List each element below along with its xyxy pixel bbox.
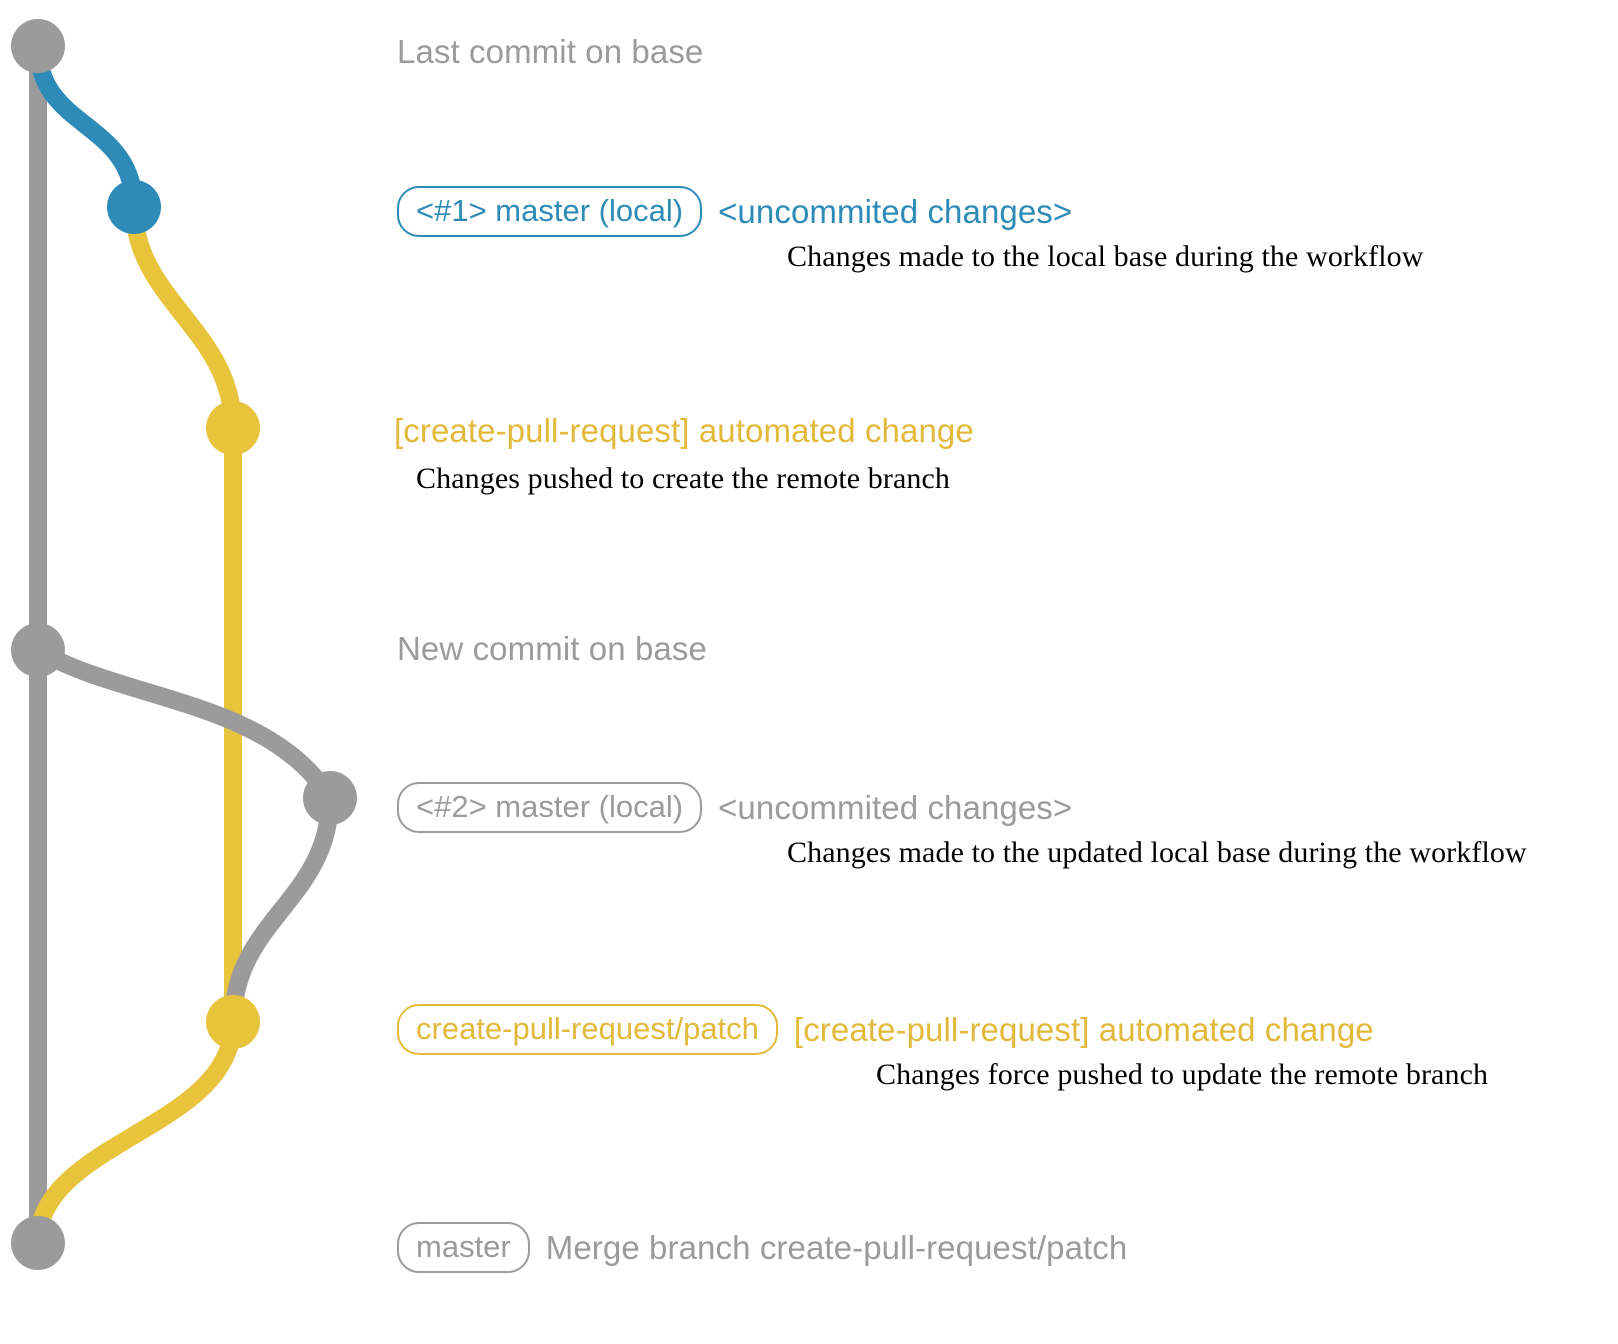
row-last-commit-on-base: Last commit on base (397, 33, 703, 71)
node-patch-create[interactable] (206, 401, 260, 455)
node-master-merge[interactable] (11, 1216, 65, 1270)
edge-base-to-local-2 (29, 641, 339, 807)
row-patch-create: [create-pull-request] automated change (394, 412, 974, 450)
row-local-1: <#1> master (local) <uncommited changes> (397, 186, 1072, 237)
description-local-2: Changes made to the updated local base d… (787, 836, 1527, 869)
node-patch-update[interactable] (206, 995, 260, 1049)
row-patch-update: create-pull-request/patch [create-pull-r… (397, 1004, 1374, 1055)
git-graph (11, 19, 357, 1270)
commit-message-local-2: <uncommited changes> (718, 788, 1073, 826)
description-local-1: Changes made to the local base during th… (787, 240, 1424, 273)
row-local-2: <#2> master (local) <uncommited changes> (397, 782, 1072, 833)
commit-message-patch-update: [create-pull-request] automated change (793, 1010, 1374, 1048)
ref-badge-create-pull-request-patch[interactable]: create-pull-request/patch (397, 1004, 778, 1055)
commit-title-patch-create: [create-pull-request] automated change (394, 412, 974, 449)
row-new-commit-on-base: New commit on base (397, 630, 707, 668)
row-master-merge: master Merge branch create-pull-request/… (397, 1222, 1127, 1273)
commit-title-new-commit-on-base: New commit on base (397, 630, 707, 667)
node-last-commit-on-base[interactable] (11, 19, 65, 73)
ref-badge-master-local-1[interactable]: <#1> master (local) (397, 186, 703, 237)
edge-local-1-to-patch-create (125, 198, 242, 437)
commit-message-master-merge: Merge branch create-pull-request/patch (545, 1228, 1128, 1266)
commit-title-last-commit-on-base: Last commit on base (397, 33, 704, 70)
edge-local-2-to-patch-update (224, 789, 339, 1031)
edge-patch-update-to-master (29, 1013, 242, 1252)
node-local-2[interactable] (303, 771, 357, 825)
ref-badge-master[interactable]: master (397, 1222, 530, 1273)
node-new-commit-on-base[interactable] (11, 623, 65, 677)
ref-badge-master-local-2[interactable]: <#2> master (local) (397, 782, 703, 833)
node-local-1[interactable] (107, 180, 161, 234)
edge-base-to-local-1 (29, 37, 143, 216)
description-patch-create: Changes pushed to create the remote bran… (416, 462, 950, 495)
commit-message-local-1: <uncommited changes> (718, 192, 1073, 230)
description-patch-update: Changes force pushed to update the remot… (876, 1058, 1489, 1091)
